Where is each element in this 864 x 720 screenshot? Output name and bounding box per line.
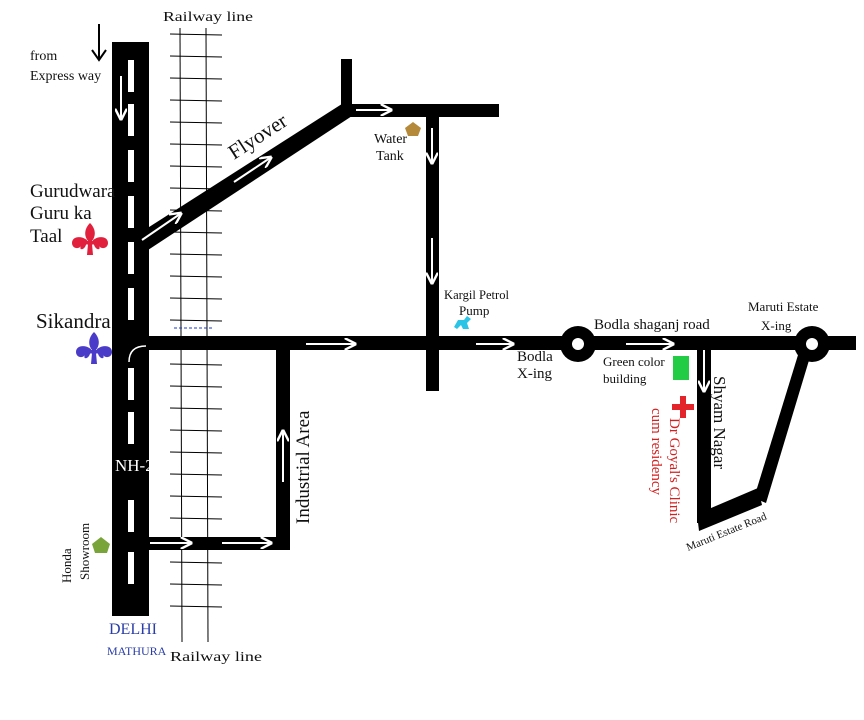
water-tank-pentagon-icon <box>405 122 421 136</box>
from-label: from <box>30 49 57 64</box>
railway-tie <box>169 363 223 366</box>
railway-tie <box>169 77 223 80</box>
express-way-label: Express way <box>30 69 101 84</box>
clinic-red-cross-icon <box>672 396 694 418</box>
kargil-label: Kargil Petrol <box>444 287 509 302</box>
railway-tie <box>169 55 223 58</box>
railway-tie <box>169 407 223 410</box>
railway-tie <box>169 253 223 256</box>
industrial-area-label: Industrial Area <box>293 410 314 524</box>
sikandra-fleur-icon <box>76 332 112 364</box>
maruti-xing-label: X-ing <box>761 318 792 333</box>
building-label: building <box>603 371 647 386</box>
railway-tie <box>169 583 223 586</box>
direction-arrows <box>121 76 704 543</box>
shyam-nagar-label: Shyam Nagar <box>710 376 729 469</box>
railway-tie <box>169 605 223 608</box>
railway-tie <box>169 99 223 102</box>
delhi-label: DELHI <box>109 621 157 638</box>
mathura-label: MATHURA <box>107 644 167 658</box>
maruti-connector-road <box>754 342 813 503</box>
railway-tie <box>169 231 223 234</box>
railway-tie <box>169 143 223 146</box>
water-label: Water <box>374 132 407 147</box>
guru-ka-label: Guru ka <box>30 203 92 224</box>
railway-top-label: Railway line <box>163 10 253 25</box>
from-express-arrow <box>91 24 107 62</box>
gurudwara-fleur-icon <box>72 223 108 255</box>
maruti-estate-label: Maruti Estate <box>748 299 819 314</box>
cum-residency-label: cum residency <box>648 408 664 496</box>
petrol-pump-icon <box>454 316 471 329</box>
railway-tie <box>169 275 223 278</box>
railway-tie <box>169 33 223 36</box>
railway-tie <box>169 385 223 388</box>
honda-pentagon-icon <box>92 537 110 553</box>
railway-tie <box>169 165 223 168</box>
honda-label: Honda <box>59 548 74 583</box>
tank-label: Tank <box>376 149 404 164</box>
railway-bottom-label: Railway line <box>170 650 262 665</box>
green-color-label: Green color <box>603 354 665 369</box>
taal-label: Taal <box>30 226 62 247</box>
sikandra-turn-arrow <box>128 345 147 363</box>
sikandra-label: Sikandra <box>36 309 111 333</box>
railway-tie <box>169 429 223 432</box>
gurudwara-label: Gurudwara <box>30 181 116 202</box>
maruti-estate-road <box>697 488 762 531</box>
green-building-icon <box>673 356 689 380</box>
railway-tie <box>169 121 223 124</box>
bodla-shaganj-label: Bodla shaganj road <box>594 317 710 333</box>
railway-tie <box>169 297 223 300</box>
showroom-label: Showroom <box>77 523 92 580</box>
railway-tie <box>169 451 223 454</box>
railway-tie <box>169 473 223 476</box>
railway-tie <box>169 319 223 322</box>
nh2-label: NH-2 <box>115 456 154 475</box>
flyover-upright <box>341 59 352 116</box>
railway-tie <box>169 561 223 564</box>
bodla-label: Bodla <box>517 349 553 365</box>
railway-tie <box>169 517 223 520</box>
pump-label: Pump <box>459 303 489 318</box>
clinic-label: Dr Goyal's Clinic <box>666 418 682 524</box>
railway-tie <box>169 495 223 498</box>
nh2-center-dashes <box>128 60 134 584</box>
bodla-xing-label: X-ing <box>517 366 552 382</box>
